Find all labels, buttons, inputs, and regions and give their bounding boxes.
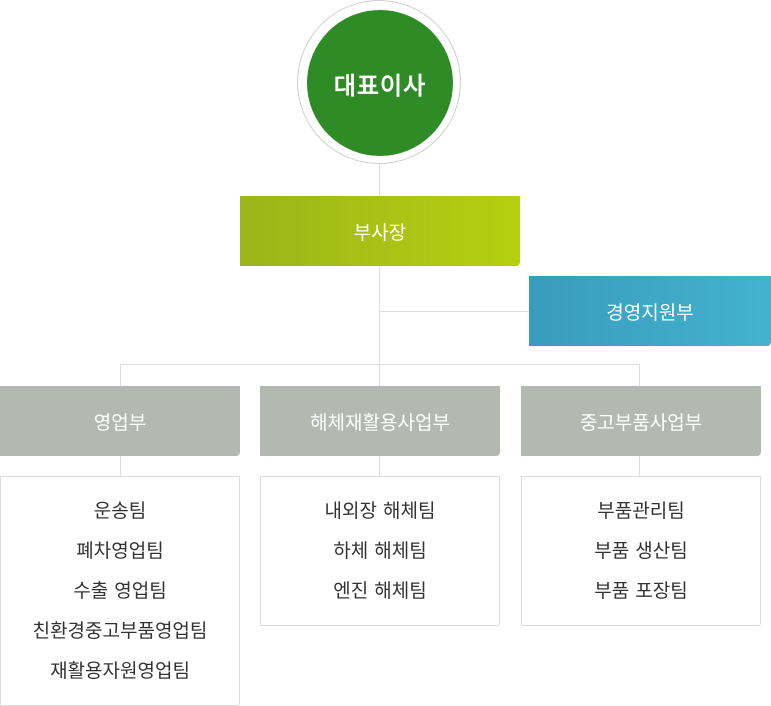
team-item: 부품 포장팀 [594,580,688,602]
connector-dept-horizontal [120,364,640,365]
connector-dept3-teams [639,456,640,476]
connector-support-branch [380,311,529,312]
connector-dept1-drop [120,364,121,386]
team-item: 수출 영업팀 [73,580,167,602]
team-item: 친환경중고부품영업팀 [32,620,208,642]
ceo-node: 대표이사 [307,10,453,156]
team-item: 부품 생산팀 [594,540,688,562]
team-list-sales: 운송팀 폐차영업팀 수출 영업팀 친환경중고부품영업팀 재활용자원영업팀 [0,476,240,706]
team-item: 재활용자원영업팀 [50,660,190,682]
connector-dept2-teams [379,456,380,476]
team-item: 폐차영업팀 [76,540,164,562]
management-support-node: 경영지원부 [529,276,771,346]
team-item: 운송팀 [93,500,147,522]
connector-vp-trunk [379,266,380,386]
team-item: 내외장 해체팀 [324,500,436,522]
connector-dept1-teams [120,456,121,476]
team-item: 부품관리팀 [597,500,685,522]
team-item: 엔진 해체팀 [333,580,427,602]
connector-dept3-drop [639,364,640,386]
team-item: 하체 해체팀 [333,540,427,562]
team-list-used-parts: 부품관리팀 부품 생산팀 부품 포장팀 [521,476,761,626]
department-sales: 영업부 [0,386,240,456]
team-list-dismantling-recycling: 내외장 해체팀 하체 해체팀 엔진 해체팀 [260,476,500,626]
department-dismantling-recycling: 해체재활용사업부 [260,386,500,456]
vice-president-node: 부사장 [240,196,520,266]
connector-ceo-vp [379,164,380,196]
department-used-parts: 중고부품사업부 [521,386,761,456]
